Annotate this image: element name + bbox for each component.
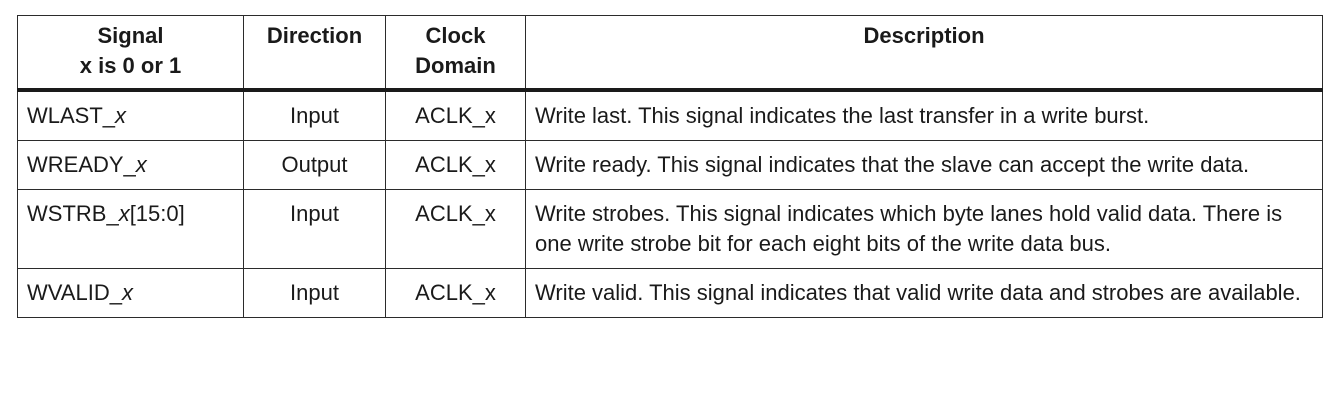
direction-cell: Output [243,139,386,190]
signal-table-container: Signal x is 0 or 1 Direction Clock Domai… [17,15,1323,318]
table-row: WREADY_x Output ACLK_x Write ready. This… [17,139,1323,190]
signal-name: WVALID_ [27,279,122,305]
direction-cell: Input [243,188,386,269]
header-signal-note: x is 0 or 1 [79,53,182,78]
description-cell: Write valid. This signal indicates that … [525,267,1323,318]
direction-cell: Input [243,267,386,318]
signal-table: Signal x is 0 or 1 Direction Clock Domai… [17,15,1323,318]
header-signal-label: Signal [97,23,164,48]
header-row: Signal x is 0 or 1 Direction Clock Domai… [17,15,1323,92]
clock-cell: ACLK_x [385,89,526,141]
table-row: WVALID_x Input ACLK_x Write valid. This … [17,267,1323,318]
header-clock-label: Clock [425,23,486,48]
signal-cell: WLAST_x [17,89,244,141]
header-direction-label: Direction [266,23,363,48]
header-signal: Signal x is 0 or 1 [17,15,244,92]
signal-cell: WREADY_x [17,139,244,190]
signal-cell: WSTRB_x[15:0] [17,188,244,269]
signal-name: WSTRB_ [27,200,119,226]
table-body: WLAST_x Input ACLK_x Write last. This si… [17,89,1323,318]
description-cell: Write ready. This signal indicates that … [525,139,1323,190]
description-cell: Write last. This signal indicates the la… [525,89,1323,141]
signal-width: [15:0] [129,200,185,226]
header-description-label: Description [863,23,985,48]
description-cell: Write strobes. This signal indicates whi… [525,188,1323,269]
table-row: WLAST_x Input ACLK_x Write last. This si… [17,89,1323,141]
header-clock-domain: Clock Domain [385,15,526,92]
signal-cell: WVALID_x [17,267,244,318]
clock-cell: ACLK_x [385,188,526,269]
clock-cell: ACLK_x [385,139,526,190]
signal-name: WREADY_ [27,151,136,177]
clock-cell: ACLK_x [385,267,526,318]
signal-name: WLAST_ [27,102,116,128]
signal-variable: x [115,102,127,128]
table-row: WSTRB_x[15:0] Input ACLK_x Write strobes… [17,188,1323,269]
signal-variable: x [121,279,133,305]
direction-cell: Input [243,89,386,141]
signal-variable: x [118,200,130,226]
header-domain-label: Domain [415,53,496,78]
header-direction: Direction [243,15,386,92]
signal-variable: x [135,151,147,177]
header-description: Description [525,15,1323,92]
table-header: Signal x is 0 or 1 Direction Clock Domai… [17,15,1323,92]
